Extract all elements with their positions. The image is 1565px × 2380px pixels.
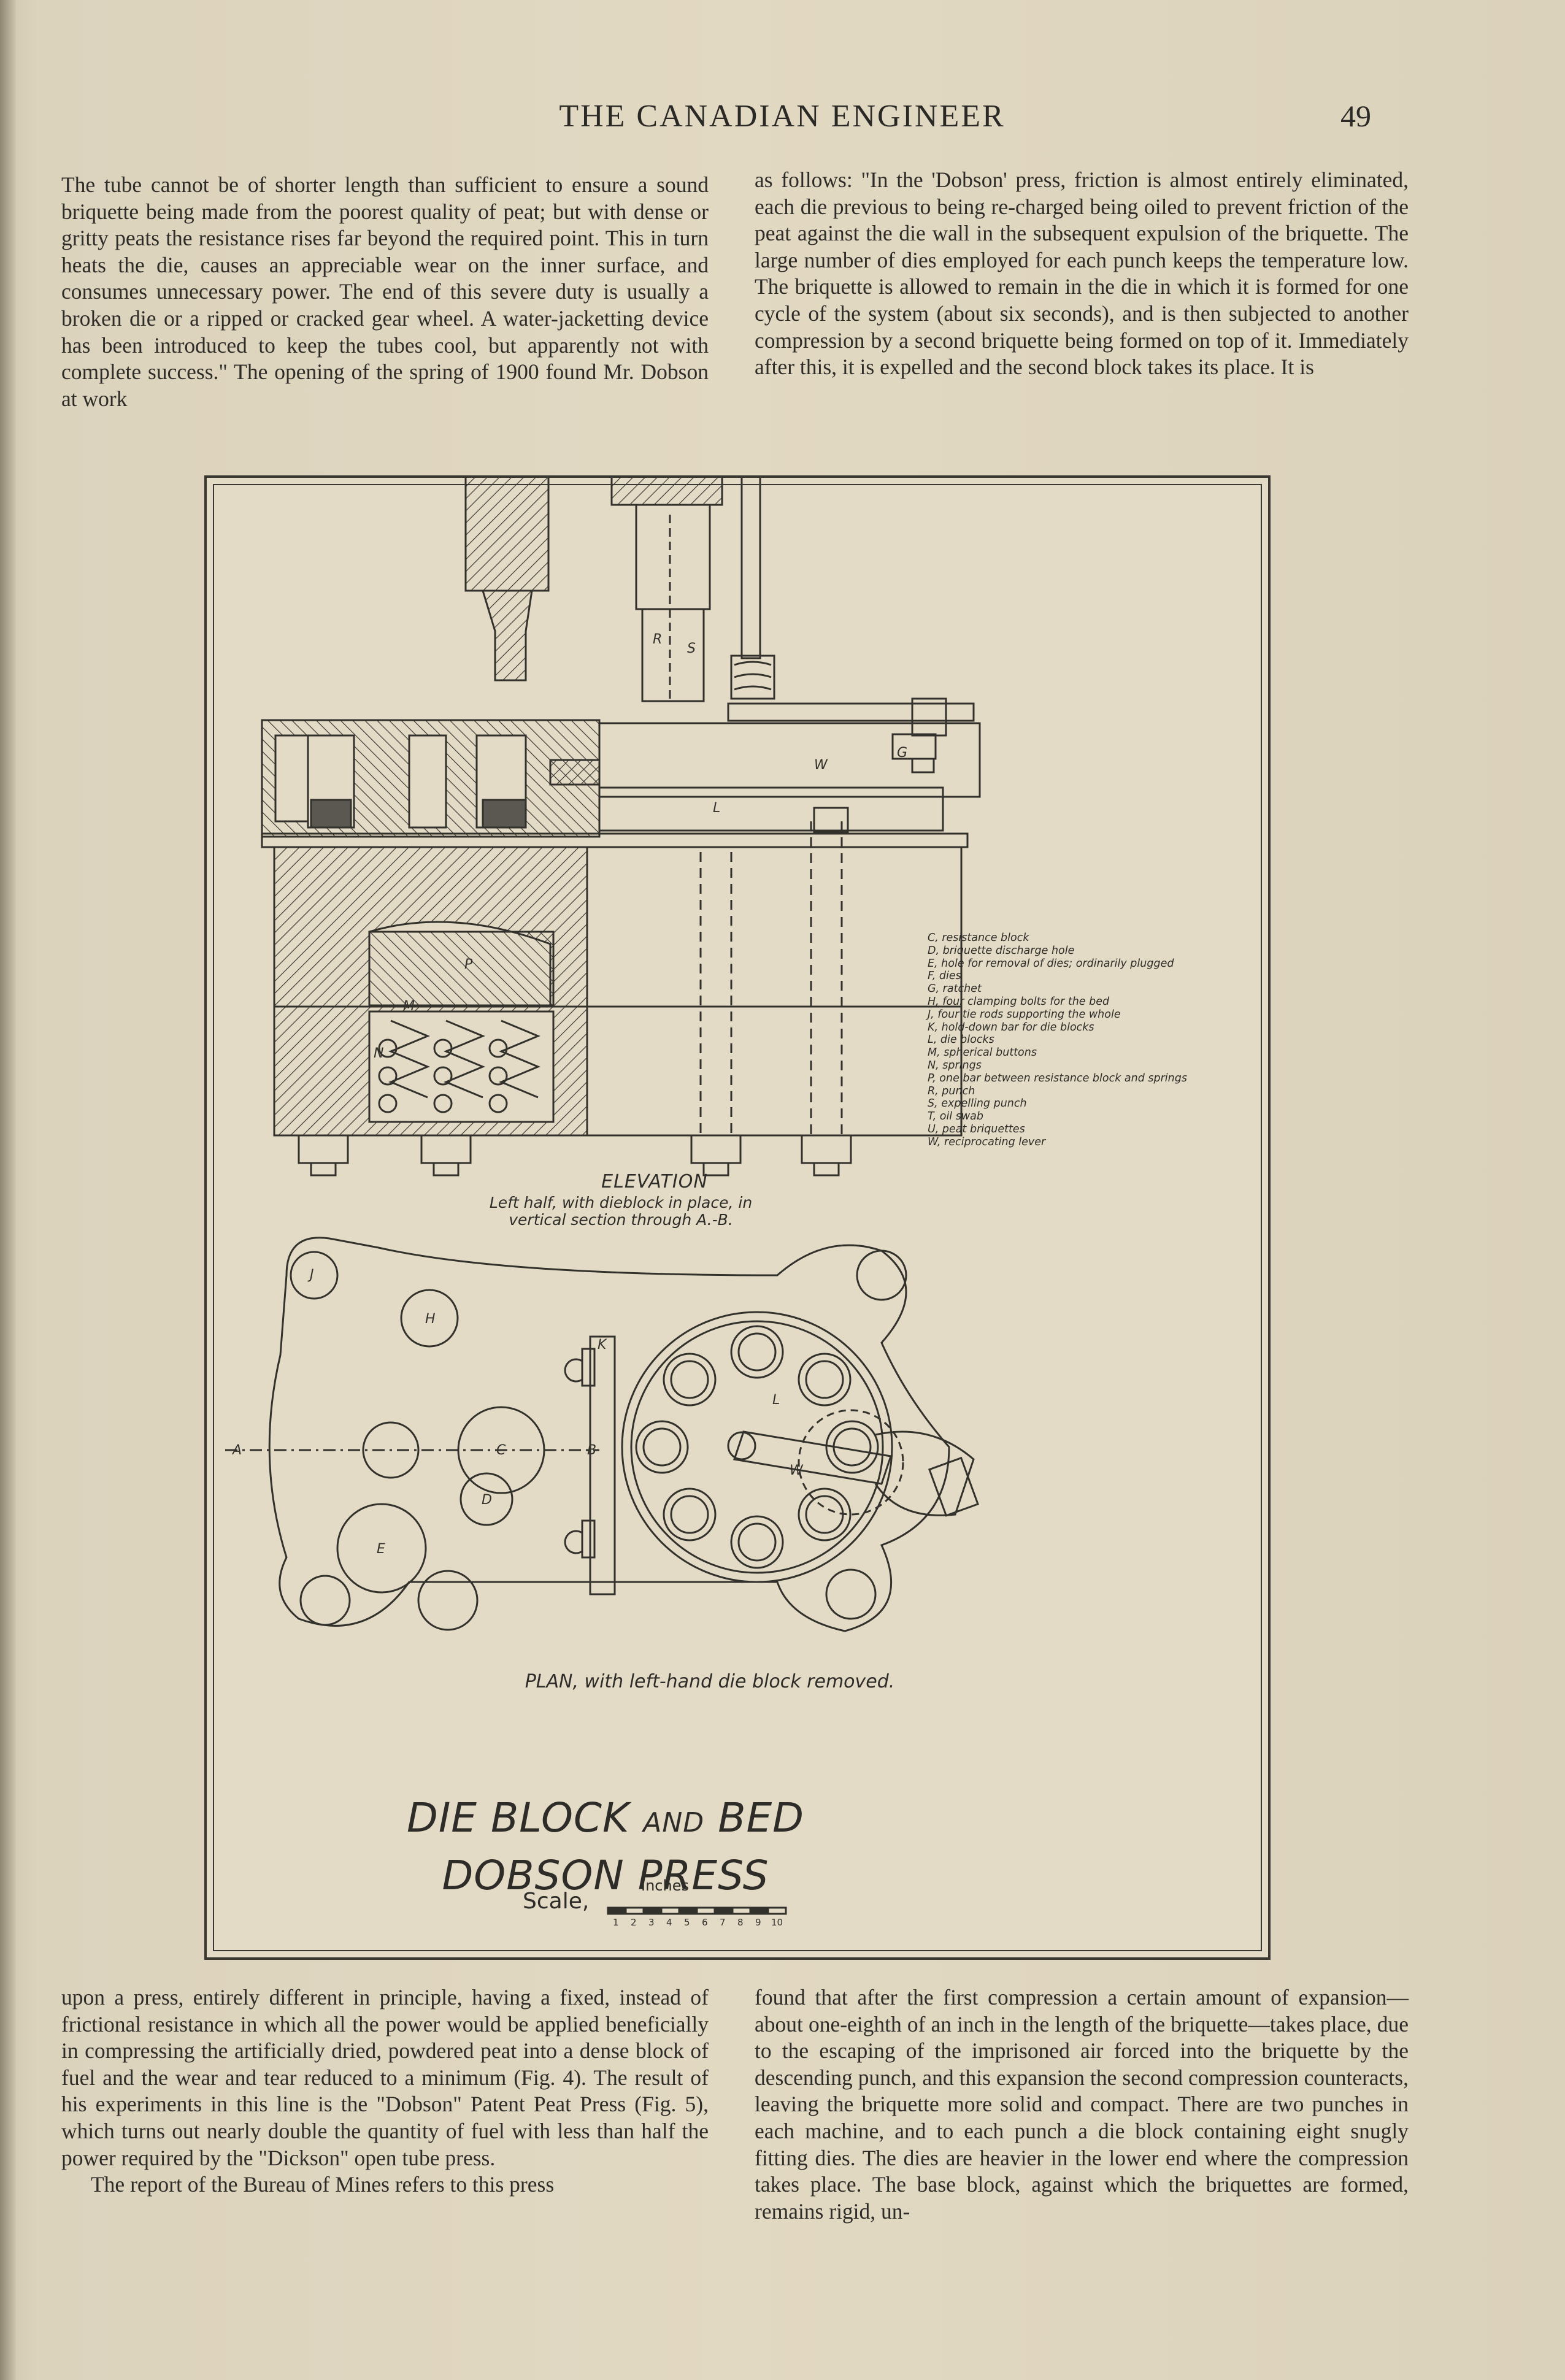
label-W-top: W — [814, 758, 828, 773]
label-P: P — [464, 957, 473, 972]
scale-tick: 1 — [613, 1917, 619, 1928]
text-column-top-left: The tube cannot be of shorter length tha… — [61, 172, 709, 412]
label-B: B — [587, 1443, 596, 1458]
legend-item: U, peat briquettes — [928, 1123, 1025, 1135]
legend-item: M, spherical buttons — [928, 1046, 1037, 1059]
title-part: BED — [718, 1794, 804, 1841]
figure-title: DIE BLOCK AND BED DOBSON PRESS — [329, 1792, 882, 1902]
page-number: 49 — [1340, 99, 1371, 133]
label-G: G — [897, 745, 907, 761]
scale-tick: 3 — [648, 1917, 655, 1928]
label-S: S — [687, 641, 696, 656]
scale-label: Scale, — [523, 1889, 590, 1914]
label-R: R — [653, 632, 662, 647]
legend-item: N, springs — [928, 1059, 982, 1072]
legend-item: D, briquette discharge hole — [928, 944, 1075, 957]
title-part: AND — [643, 1807, 705, 1838]
label-K: K — [598, 1337, 607, 1353]
legend-item: T, oil swab — [928, 1110, 983, 1123]
label-W: W — [790, 1463, 804, 1478]
subcaption-line: vertical section through A.-B. — [509, 1211, 733, 1229]
journal-title: THE CANADIAN ENGINEER — [559, 99, 1006, 134]
scale-tick: 7 — [720, 1917, 726, 1928]
scale-tick: 9 — [755, 1917, 761, 1928]
paragraph: as follows: "In the 'Dobson' press, fric… — [755, 167, 1409, 380]
label-N: N — [374, 1046, 383, 1061]
text-column-top-right: as follows: "In the 'Dobson' press, fric… — [755, 167, 1409, 381]
label-C: C — [496, 1443, 506, 1458]
label-J: J — [307, 1267, 314, 1283]
text-column-bottom-left: upon a press, entirely different in prin… — [61, 1984, 709, 2198]
legend-item: E, hole for removal of dies; ordinarily … — [928, 957, 1174, 970]
paragraph: upon a press, entirely different in prin… — [61, 1985, 709, 2170]
label-M: M — [403, 999, 415, 1014]
figure-die-block-and-bed: A B C D E H J K L W G R S N P M W L 1 — [204, 475, 1271, 1960]
technical-drawing: A B C D E H J K L W G R S N P M W L 1 — [225, 478, 981, 1928]
label-D: D — [482, 1492, 492, 1508]
label-L: L — [772, 1392, 780, 1408]
elevation-caption: ELEVATION — [601, 1171, 708, 1192]
scale-tick: 10 — [771, 1917, 783, 1928]
punch-head — [464, 478, 550, 592]
scale-tick: 2 — [631, 1917, 637, 1928]
legend-item: P, one bar between resistance block and … — [928, 1072, 1187, 1084]
title-part: DIE BLOCK — [407, 1794, 630, 1841]
legend-item: C, resistance block — [928, 932, 1029, 944]
page-spine-shadow — [0, 0, 16, 2380]
subcaption-line: Left half, with dieblock in place, in — [489, 1194, 753, 1211]
legend-item: F, dies — [928, 970, 961, 983]
legend-item: J, four tie rods supporting the whole — [928, 1008, 1121, 1021]
figure-legend: C, resistance block D, briquette dischar… — [928, 932, 1271, 1149]
legend-item: K, hold-down bar for die blocks — [928, 1021, 1094, 1034]
elevation-subcaption: Left half, with dieblock in place, in ve… — [461, 1194, 780, 1229]
label-L-top: L — [713, 800, 720, 816]
figure-title-line-1: DIE BLOCK AND BED — [329, 1792, 882, 1849]
legend-item: S, expelling punch — [928, 1097, 1027, 1110]
legend-item: R, punch — [928, 1084, 975, 1097]
paragraph: The report of the Bureau of Mines refers… — [91, 2172, 555, 2197]
scale-tick: 6 — [702, 1917, 708, 1928]
paragraph: found that after the first compression a… — [755, 1985, 1409, 2224]
label-H: H — [425, 1311, 436, 1327]
legend-item: L, die blocks — [928, 1034, 994, 1046]
scale-tick: 5 — [684, 1917, 690, 1928]
legend-item: G, ratchet — [928, 983, 982, 996]
plan-caption: PLAN, with left-hand die block removed. — [525, 1671, 895, 1692]
legend-item: H, four clamping bolts for the bed — [928, 995, 1110, 1008]
scale-ticks: 1 2 3 4 5 6 7 8 9 10 — [613, 1917, 783, 1928]
label-E: E — [377, 1541, 385, 1557]
text-column-bottom-right: found that after the first compression a… — [755, 1984, 1409, 2225]
scale-tick: 4 — [666, 1917, 672, 1928]
legend-item: W, reciprocating lever — [928, 1135, 1046, 1148]
label-A: A — [231, 1443, 242, 1458]
scale-unit: Inches — [641, 1877, 689, 1894]
scale-tick: 8 — [737, 1917, 744, 1928]
figure-title-line-2: DOBSON PRESS — [442, 1852, 769, 1899]
paragraph: The tube cannot be of shorter length tha… — [61, 172, 709, 411]
